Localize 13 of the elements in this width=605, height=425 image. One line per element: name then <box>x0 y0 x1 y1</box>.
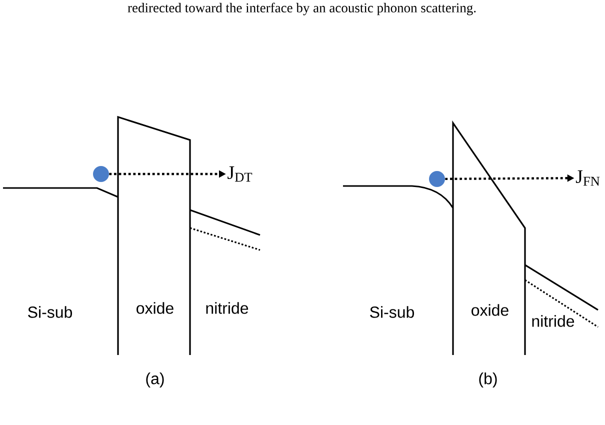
panel-label: (b) <box>479 372 497 388</box>
layer-label: nitride <box>206 302 248 314</box>
layer-label: oxide <box>136 302 174 314</box>
layer-label: Si-sub <box>28 306 72 318</box>
current-label: J$_{DT}$ <box>228 166 252 182</box>
electron <box>93 166 109 182</box>
electron <box>429 171 445 187</box>
layer-label: Si-sub <box>370 306 414 318</box>
current-label: J$_{FN}$ <box>576 170 600 186</box>
caption-text: redirected toward the interface by an acoustic phonon scattering. <box>128 2 476 16</box>
panel-label: (a) <box>146 372 164 388</box>
layer-label: oxide <box>472 304 508 316</box>
layer-label: nitride <box>532 315 574 327</box>
